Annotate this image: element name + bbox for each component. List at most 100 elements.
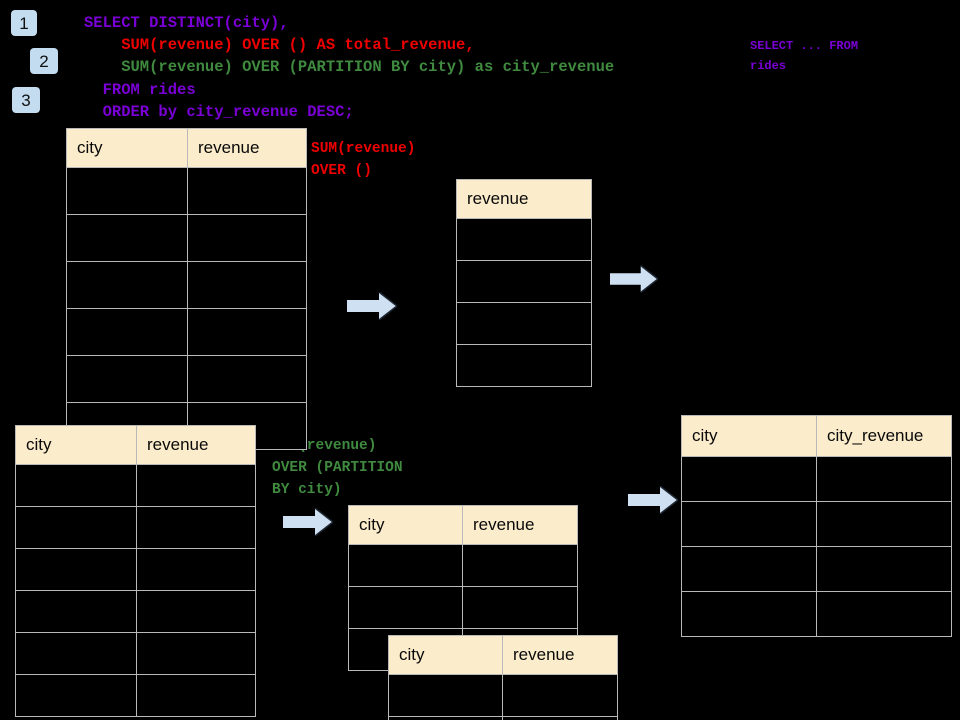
table-header-row: city revenue — [15, 425, 256, 465]
arrow-right-icon — [347, 292, 397, 320]
cell-city — [388, 674, 503, 717]
table-result: city city_revenue — [681, 415, 952, 637]
arrow-right-icon — [610, 265, 658, 293]
column-header-city: city — [388, 635, 503, 675]
table-row — [681, 546, 952, 592]
cell-revenue — [187, 355, 307, 403]
step-badge-2: 2 — [30, 48, 58, 74]
cell-revenue — [136, 506, 256, 549]
column-header-city: city — [15, 425, 137, 465]
cell-city — [15, 506, 137, 549]
cell-revenue — [456, 302, 592, 345]
cell-revenue — [136, 590, 256, 633]
table-row — [15, 506, 256, 549]
annotation-city-revenue-line-2: OVER (PARTITION — [272, 460, 403, 476]
sql-line-select: SELECT DISTINCT(city), — [84, 14, 289, 32]
cell-city — [15, 674, 137, 717]
cell-revenue — [187, 261, 307, 309]
arrow-right-icon — [628, 486, 678, 514]
cell-city — [15, 590, 137, 633]
cell-city-revenue — [816, 456, 952, 502]
table-row — [66, 261, 307, 309]
step-badge-1-label: 1 — [19, 13, 29, 33]
cell-city — [348, 586, 463, 629]
side-note-line-2: rides — [750, 59, 787, 73]
table-row — [456, 344, 592, 387]
cell-revenue — [187, 167, 307, 215]
sql-line-total-revenue: SUM(revenue) OVER () AS total_revenue, — [84, 36, 475, 54]
step-badge-1: 1 — [11, 10, 37, 36]
table-row — [348, 544, 578, 587]
cell-city — [15, 464, 137, 507]
table-row — [456, 218, 592, 261]
column-header-revenue: revenue — [136, 425, 256, 465]
column-header-revenue: revenue — [502, 635, 618, 675]
table-row — [681, 501, 952, 547]
sql-line-order-by: ORDER by city_revenue DESC; — [84, 103, 354, 121]
cell-revenue — [187, 308, 307, 356]
arrow-right-icon — [283, 508, 333, 536]
table-row — [681, 591, 952, 637]
cell-city — [15, 548, 137, 591]
side-note-line-1: SELECT ... FROM — [750, 39, 859, 53]
cell-revenue — [462, 586, 578, 629]
table-partition-front: city revenue — [388, 635, 618, 720]
table-header-row: city revenue — [388, 635, 618, 675]
table-row — [66, 355, 307, 403]
step-badge-3: 3 — [12, 87, 40, 113]
annotation-total-revenue-line-1: SUM(revenue) — [311, 141, 416, 157]
column-header-revenue: revenue — [462, 505, 578, 545]
cell-city — [681, 546, 817, 592]
cell-city-revenue — [816, 501, 952, 547]
cell-city — [681, 456, 817, 502]
table-row — [66, 167, 307, 215]
cell-revenue — [136, 548, 256, 591]
cell-city — [681, 591, 817, 637]
table-row — [66, 308, 307, 356]
table-row — [15, 464, 256, 507]
sql-line-from: FROM rides — [84, 81, 196, 99]
cell-revenue — [456, 260, 592, 303]
cell-city — [66, 355, 188, 403]
annotation-city-revenue-line-3: BY city) — [272, 482, 342, 498]
cell-city — [348, 544, 463, 587]
cell-revenue — [136, 674, 256, 717]
column-header-revenue: revenue — [456, 179, 592, 219]
cell-city — [15, 632, 137, 675]
cell-city — [66, 308, 188, 356]
cell-city — [681, 501, 817, 547]
sql-line-city-revenue: SUM(revenue) OVER (PARTITION BY city) as… — [84, 58, 615, 76]
table-header-row: revenue — [456, 179, 592, 219]
cell-city — [66, 167, 188, 215]
column-header-city-revenue: city_revenue — [816, 415, 952, 457]
cell-revenue — [502, 716, 618, 720]
annotation-total-revenue-line-2: OVER () — [311, 163, 372, 179]
table-row — [15, 590, 256, 633]
table-row — [66, 214, 307, 262]
cell-revenue — [502, 674, 618, 717]
cell-city — [388, 716, 503, 720]
table-rides-top: city revenue — [66, 128, 307, 450]
table-header-row: city city_revenue — [681, 415, 952, 457]
step-badge-2-label: 2 — [39, 51, 49, 71]
cell-city-revenue — [816, 591, 952, 637]
table-row — [681, 456, 952, 502]
cell-revenue — [456, 218, 592, 261]
table-row — [456, 302, 592, 345]
table-row — [15, 674, 256, 717]
column-header-city: city — [66, 128, 188, 168]
cell-revenue — [456, 344, 592, 387]
cell-revenue — [462, 544, 578, 587]
step-badge-3-label: 3 — [21, 90, 31, 110]
cell-city-revenue — [816, 546, 952, 592]
table-row — [15, 632, 256, 675]
cell-city — [66, 214, 188, 262]
table-row — [348, 586, 578, 629]
table-header-row: city revenue — [348, 505, 578, 545]
cell-revenue — [136, 632, 256, 675]
table-total-revenue: revenue — [456, 179, 592, 387]
table-header-row: city revenue — [66, 128, 307, 168]
column-header-city: city — [681, 415, 817, 457]
cell-city — [66, 261, 188, 309]
